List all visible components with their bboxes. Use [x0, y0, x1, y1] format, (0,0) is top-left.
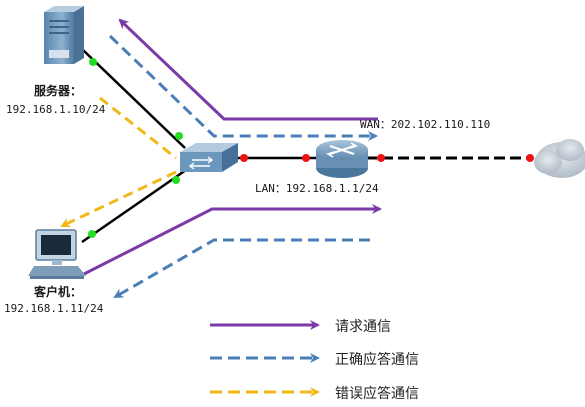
client-ip-label: 192.168.1.11/24 — [4, 302, 104, 315]
request-arrow-from-client — [81, 204, 382, 277]
port-green — [89, 58, 97, 66]
server-icon — [44, 6, 84, 64]
error-response-arrow-lower — [60, 170, 177, 228]
request-arrow-to-server — [118, 18, 378, 121]
port-red — [526, 154, 534, 162]
port-red — [377, 154, 385, 162]
port-green — [88, 230, 96, 238]
server-name-label: 服务器： — [34, 84, 83, 98]
cloud-icon — [534, 139, 585, 178]
correct-response-arrow-server — [108, 34, 378, 141]
network-links — [81, 49, 530, 244]
router-wan-label: WAN：202.102.110.110 — [360, 118, 491, 131]
server-ip-label: 192.168.1.10/24 — [6, 103, 106, 116]
legend-lines — [210, 320, 320, 397]
computer-icon — [28, 229, 86, 279]
client-name-label: 客户机： — [34, 285, 83, 299]
router-icon — [316, 140, 368, 178]
link-server-switch — [82, 49, 186, 149]
legend-request-label: 请求通信 — [335, 319, 391, 335]
link-client-switch — [81, 168, 187, 244]
router-lan-label: LAN：192.168.1.1/24 — [255, 182, 379, 195]
legend-error-label: 错误应答通信 — [335, 386, 419, 402]
correct-response-arrow-client — [113, 238, 370, 299]
port-red — [240, 154, 248, 162]
port-red — [302, 154, 310, 162]
port-green — [172, 176, 180, 184]
error-response-arrow-upper — [99, 96, 177, 160]
flow-arrows — [60, 18, 382, 299]
legend-correct-label: 正确应答通信 — [335, 352, 419, 368]
port-green — [175, 132, 183, 140]
switch-icon — [180, 143, 238, 172]
port-indicators — [88, 58, 534, 238]
